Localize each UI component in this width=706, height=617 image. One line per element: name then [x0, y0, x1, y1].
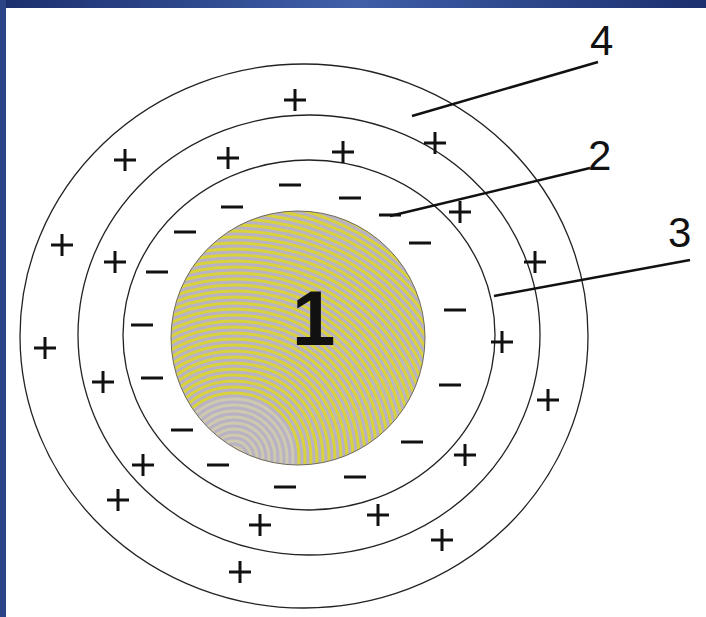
- part-number: 1: [292, 279, 335, 357]
- callout-number: 4: [590, 20, 613, 62]
- middle-ring: [78, 115, 540, 555]
- callout-number: 3: [668, 212, 691, 254]
- top-band: [0, 0, 706, 8]
- leader-line: [412, 62, 598, 116]
- plus-charges: [34, 89, 559, 583]
- minus-charges: [131, 185, 466, 487]
- left-band: [0, 0, 6, 617]
- leader-line: [494, 260, 690, 296]
- outer-ring: [20, 64, 588, 608]
- leader-line: [390, 168, 590, 216]
- callout-number: 2: [588, 135, 611, 177]
- core-node: 1: [170, 210, 426, 466]
